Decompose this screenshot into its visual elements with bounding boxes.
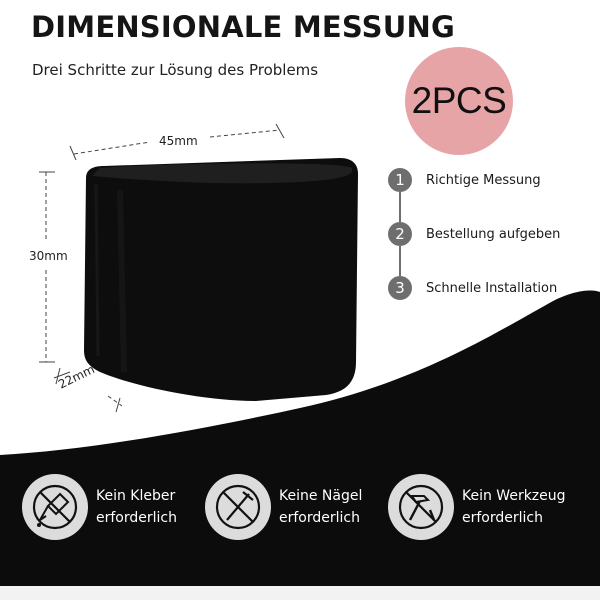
step-item: 1 Richtige Messung (388, 168, 541, 192)
quantity-badge-label: 2PCS (411, 80, 507, 121)
step-number: 3 (388, 276, 412, 300)
step-connector (399, 246, 401, 276)
quantity-badge: 2PCS (405, 47, 513, 155)
width-dimension-line (69, 123, 285, 161)
step-label: Bestellung aufgeben (426, 226, 561, 242)
depth-dimension-line (53, 367, 123, 413)
step-item: 2 Bestellung aufgeben (388, 222, 560, 246)
feature-no-nails: Keine Nägel erforderlich (205, 474, 362, 540)
step-number: 2 (388, 222, 412, 246)
step-connector (399, 192, 401, 222)
feature-text: Kein Kleber erforderlich (96, 485, 177, 529)
no-nails-icon (205, 474, 271, 540)
step-label: Schnelle Installation (426, 280, 558, 296)
feature-line2: erforderlich (279, 510, 360, 526)
no-tools-icon (388, 474, 454, 540)
feature-line2: erforderlich (96, 510, 177, 526)
feature-line1: Kein Kleber (96, 488, 176, 504)
no-glue-icon (22, 474, 88, 540)
feature-text: Kein Werkzeug erforderlich (462, 485, 566, 529)
height-label: 30mm (29, 249, 68, 263)
step-label: Richtige Messung (426, 172, 541, 188)
page-subtitle: Drei Schritte zur Lösung des Problems (32, 61, 319, 79)
feature-line1: Kein Werkzeug (462, 488, 566, 504)
feature-line2: erforderlich (462, 510, 543, 526)
width-label: 45mm (159, 134, 198, 148)
light-wave-band (0, 586, 600, 600)
feature-no-glue: Kein Kleber erforderlich (22, 474, 177, 540)
feature-line1: Keine Nägel (279, 488, 363, 504)
height-dimension-line (39, 171, 55, 363)
feature-no-tools: Kein Werkzeug erforderlich (388, 474, 566, 540)
feature-text: Keine Nägel erforderlich (279, 485, 362, 529)
product-image (84, 158, 358, 401)
step-number: 1 (388, 168, 412, 192)
page-title: DIMENSIONALE MESSUNG (31, 10, 455, 44)
step-item: 3 Schnelle Installation (388, 276, 557, 300)
